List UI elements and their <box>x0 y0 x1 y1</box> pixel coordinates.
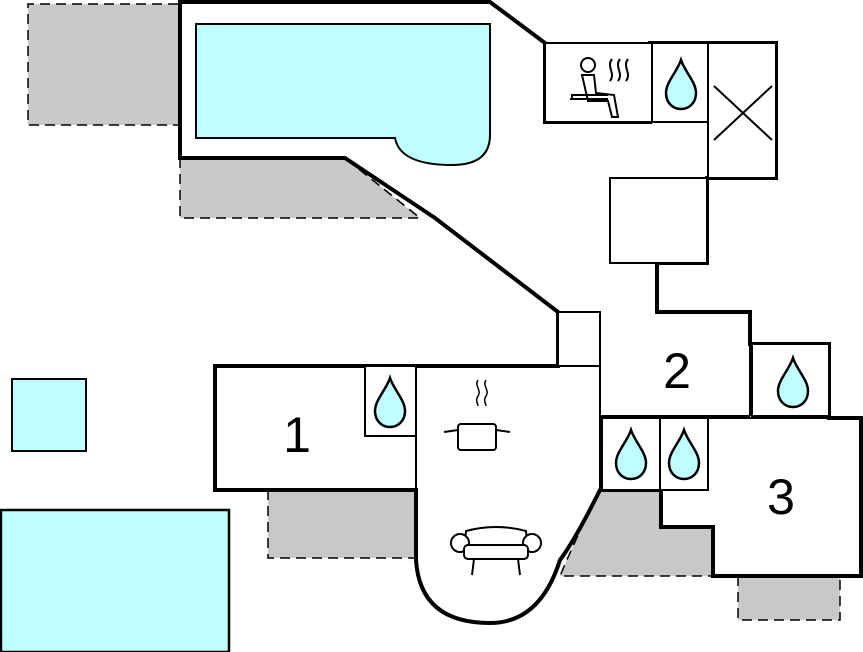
pool-large-bottom-left <box>0 508 231 652</box>
x-mark-icon <box>713 85 773 141</box>
room-3-label: 3 <box>767 469 795 525</box>
pool-small-square <box>11 378 87 452</box>
terrace-south-west <box>267 489 417 559</box>
sauna-icon <box>570 57 629 118</box>
room-2-label: 2 <box>663 343 691 399</box>
sofa-icon <box>450 526 542 576</box>
room-1-label: 1 <box>283 407 311 463</box>
terrace-top-left <box>27 3 178 126</box>
cooking-pot-icon <box>443 379 511 451</box>
terrace-bottom-right <box>737 576 841 621</box>
terraces <box>27 3 841 621</box>
indoor-pool <box>195 23 491 167</box>
